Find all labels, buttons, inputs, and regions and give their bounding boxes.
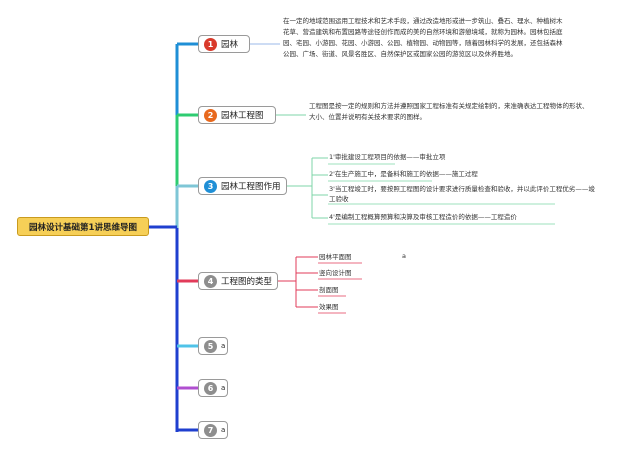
branch-node-4[interactable]: 4 工程图的类型: [198, 272, 278, 290]
branch-label-4: 工程图的类型: [221, 277, 273, 287]
branch-node-1[interactable]: 1 园林: [198, 35, 250, 53]
number-badge-1: 1: [204, 37, 217, 51]
note-branch-2: 工程图是按一定的规则和方法并遵照国家工程标准有关规定绘制的，来准确表达工程物体的…: [309, 102, 589, 121]
branch-node-3[interactable]: 3 园林工程图作用: [198, 177, 287, 195]
number-badge-4: 4: [204, 274, 217, 288]
branch-node-7[interactable]: 7 a: [198, 421, 228, 439]
branch-label-1: 园林: [221, 40, 239, 50]
item-4-1-note: a: [402, 252, 406, 260]
number-badge-5: 5: [204, 339, 217, 353]
item-3-2: 2'在生产施工中，是备料和施工的依据——施工过程: [329, 170, 478, 178]
branch-node-6[interactable]: 6 a: [198, 379, 228, 397]
branch-label-6: a: [221, 384, 226, 392]
branch-label-2: 园林工程图: [221, 111, 264, 121]
item-3-3: 3'当工程竣工时，要按照工程图的设计要求进行质量检查和验收，并以此评价工程优劣—…: [329, 185, 595, 203]
item-4-4: 效果图: [319, 303, 339, 311]
items-underline-4: [318, 262, 362, 314]
branch-node-2[interactable]: 2 园林工程图: [198, 106, 276, 124]
number-badge-7: 7: [204, 423, 217, 437]
items-underline-3: [328, 163, 555, 225]
item-3-1: 1'审批建设工程项目的依据——审批立项: [329, 153, 446, 161]
branch-label-5: a: [221, 342, 226, 350]
number-badge-6: 6: [204, 381, 217, 395]
number-badge-2: 2: [204, 108, 217, 122]
root-node[interactable]: 园林设计基础第1讲思维导图: [17, 217, 149, 236]
number-badge-3: 3: [204, 179, 217, 193]
note-branch-1: 在一定的地域范围运用工程技术和艺术手段，通过改造地形或进一步筑山、叠石、理水、种…: [283, 17, 563, 58]
branch-label-7: a: [221, 426, 226, 434]
items-bracket-4: [278, 256, 318, 308]
item-4-2: 竖向设计图: [319, 269, 352, 277]
items-bracket-3: [287, 157, 328, 219]
branch-node-5[interactable]: 5 a: [198, 337, 228, 355]
item-4-3: 剖面图: [319, 286, 339, 294]
item-4-1: 园林平面图: [319, 253, 352, 261]
item-3-4: 4'是编制工程概算预算和决算及审核工程造价的依据——工程造价: [329, 213, 517, 221]
branch-label-3: 园林工程图作用: [221, 182, 281, 192]
